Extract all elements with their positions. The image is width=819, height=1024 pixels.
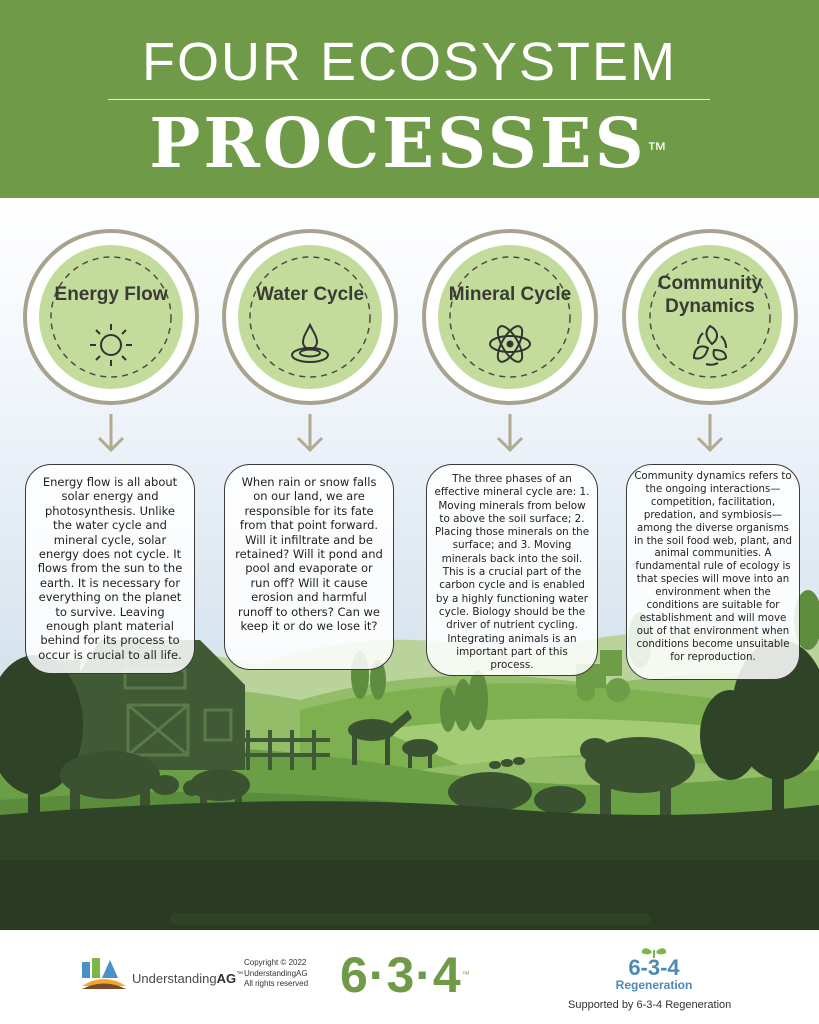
- ua-name-bold: AG: [216, 971, 237, 986]
- down-arrow-icon: [97, 414, 125, 453]
- ua-name-plain: Understanding: [132, 971, 217, 986]
- copyright-notice: Copyright © 2022 UnderstandingAG All rig…: [244, 958, 324, 990]
- regeneration-logo: 6-3-4: [628, 948, 680, 980]
- energy-flow-circle: Energy Flow: [23, 229, 199, 405]
- community-dynamics-circle: Community Dynamics: [622, 229, 798, 405]
- community-dynamics-title: Community Dynamics: [622, 272, 798, 318]
- community-dynamics-title-line1: Community: [657, 273, 763, 294]
- footer: [0, 930, 819, 1024]
- down-arrow-icon: [496, 414, 524, 453]
- copyright-line-3: All rights reserved: [244, 979, 309, 988]
- water-cycle-circle: Water Cycle: [222, 229, 398, 405]
- trademark-symbol: ™: [646, 139, 670, 161]
- farm-landscape-illustration: [0, 590, 819, 940]
- energy-flow-title: Energy Flow: [54, 284, 168, 305]
- header-banner: FOUR ECOSYSTEM PROCESSES™: [0, 0, 819, 198]
- title-line-1: FOUR ECOSYSTEM: [141, 32, 678, 92]
- water-cycle-title: Water Cycle: [255, 284, 365, 305]
- mineral-cycle-description: The three phases of an effective mineral…: [426, 464, 598, 676]
- six-three-four-logo: 6·3·4™: [340, 948, 471, 1002]
- ua-trademark: ™: [236, 971, 244, 978]
- understandingag-logo: [82, 958, 126, 989]
- mineral-cycle-title: Mineral Cycle: [448, 284, 572, 305]
- water-cycle-description: When rain or snow falls on our land, we …: [224, 464, 394, 670]
- regeneration-word: Regeneration: [615, 978, 693, 992]
- title-divider: [108, 99, 710, 100]
- sun-icon: [90, 324, 132, 366]
- energy-flow-description: Energy flow is all about solar energy an…: [25, 464, 195, 674]
- atom-icon: [489, 325, 531, 363]
- understandingag-name: UnderstandingAG™: [132, 971, 243, 986]
- supported-by-text: Supported by 6-3-4 Regeneration: [568, 999, 732, 1011]
- down-arrow-icon: [296, 414, 324, 453]
- six-three-four-text: 6·3·4: [340, 947, 462, 1003]
- title-line-2: PROCESSES™: [0, 104, 819, 184]
- six-three-four-trademark: ™: [461, 970, 471, 979]
- copyright-line-2: UnderstandingAG: [244, 968, 308, 978]
- leaves-cycle-icon: [692, 324, 728, 366]
- regeneration-logo-text: 6-3-4: [628, 955, 680, 980]
- down-arrow-icon: [696, 414, 724, 453]
- community-dynamics-title-line2: Dynamics: [665, 296, 755, 317]
- community-dynamics-description: Community dynamics refers to the ongoing…: [626, 464, 800, 680]
- mineral-cycle-circle: Mineral Cycle: [422, 229, 598, 405]
- water-drop-icon: [291, 322, 329, 363]
- copyright-line-1: Copyright © 2022: [244, 958, 307, 967]
- title-main: PROCESSES: [149, 104, 647, 184]
